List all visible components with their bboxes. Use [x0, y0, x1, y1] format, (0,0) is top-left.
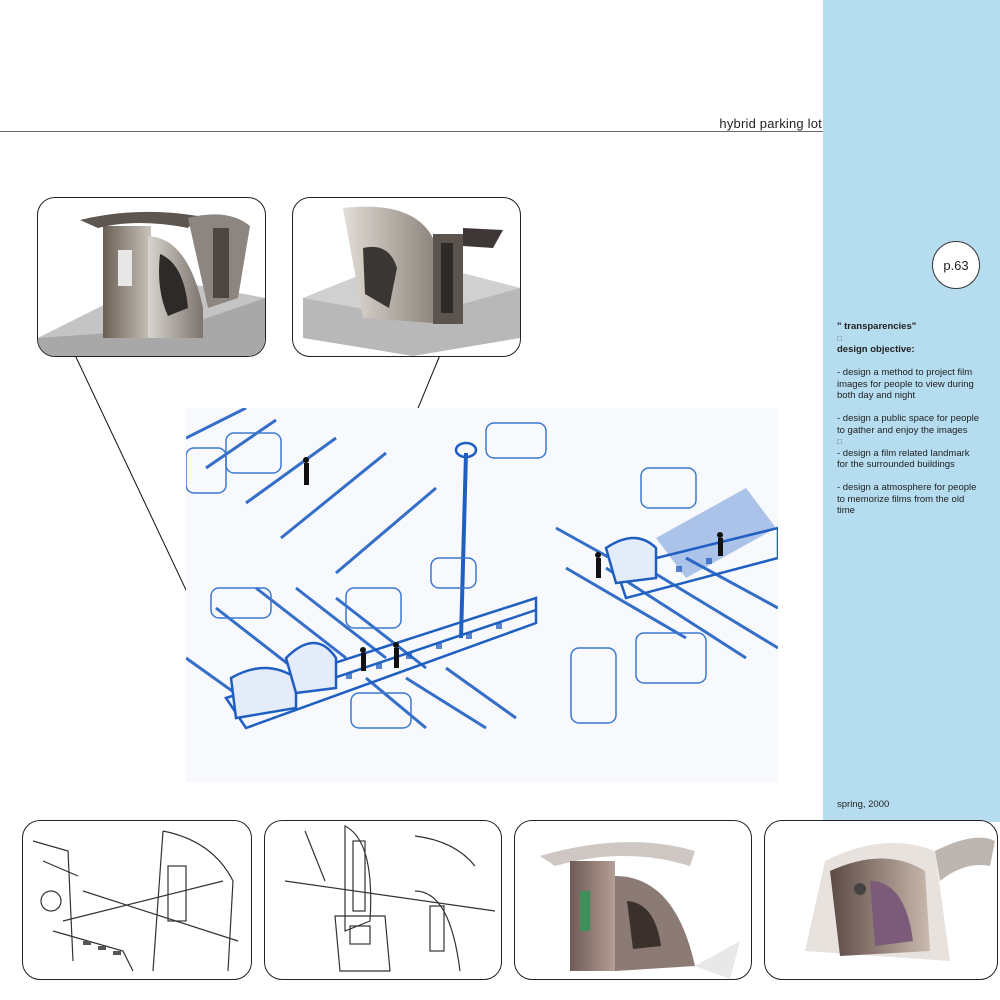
header-rule	[0, 131, 823, 132]
page-number: p.63	[943, 257, 969, 273]
rendered-kiosk-panel-2	[764, 820, 998, 980]
glyph-marker: □	[837, 437, 842, 446]
kiosk-model-image	[38, 211, 265, 356]
objective-bullet-4: - design a atmosphere for people to memo…	[837, 482, 977, 516]
pencil-sketch-image	[284, 825, 496, 972]
objective-title: design objective:	[837, 344, 915, 355]
pencil-sketch-panel-2	[264, 820, 502, 980]
sketch-drawing	[185, 406, 780, 782]
project-heading: " transparencies"	[837, 321, 917, 332]
rendered-kiosk-panel-1	[514, 820, 752, 980]
kiosk-model-image	[303, 206, 520, 356]
parking-lot-sketch	[185, 406, 780, 782]
glyph-marker: □	[837, 333, 842, 343]
page-number-badge: p.63	[932, 241, 980, 289]
model-photo-rear	[292, 197, 521, 357]
page-title: hybrid parking lot	[719, 116, 822, 131]
model-photo-front	[37, 197, 266, 357]
date-label: spring, 2000	[837, 799, 890, 810]
pencil-sketch-panel-1	[22, 820, 252, 980]
rendered-kiosk-image	[805, 837, 995, 961]
rendered-kiosk-image	[540, 842, 740, 979]
design-notes: " transparencies" □ design objective: - …	[837, 321, 983, 517]
sidebar-panel	[823, 0, 1000, 822]
objective-bullet-2: - design a public space for people to ga…	[837, 413, 980, 436]
objective-bullet-1: - design a method to project film images…	[837, 367, 974, 401]
pencil-sketch-image	[32, 830, 239, 972]
objective-bullet-3: - design a film related landmark for the…	[837, 447, 970, 471]
